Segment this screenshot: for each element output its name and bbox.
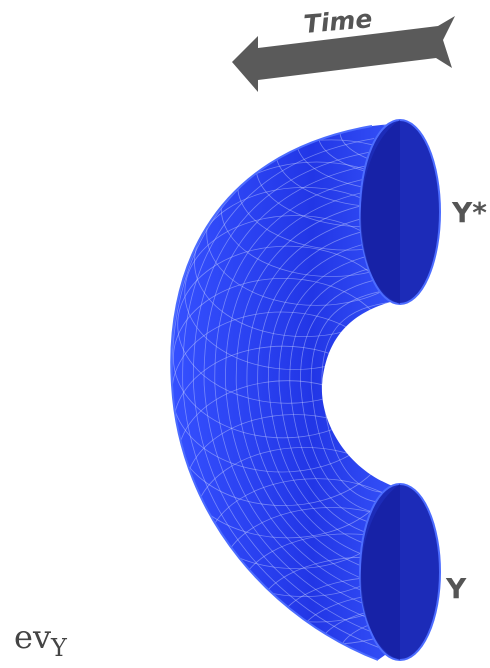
map-label: evY <box>14 618 68 662</box>
map-label-subscript: Y <box>50 634 68 662</box>
top-end-label: Y* <box>451 196 487 229</box>
map-label-main: ev <box>14 618 51 656</box>
time-label: Time <box>303 4 374 39</box>
bottom-end-label: Y <box>445 572 467 605</box>
top-boundary-circle <box>360 120 440 304</box>
time-arrow: Time <box>232 4 455 92</box>
bottom-boundary-circle <box>360 484 440 660</box>
tube-surface <box>171 89 490 668</box>
